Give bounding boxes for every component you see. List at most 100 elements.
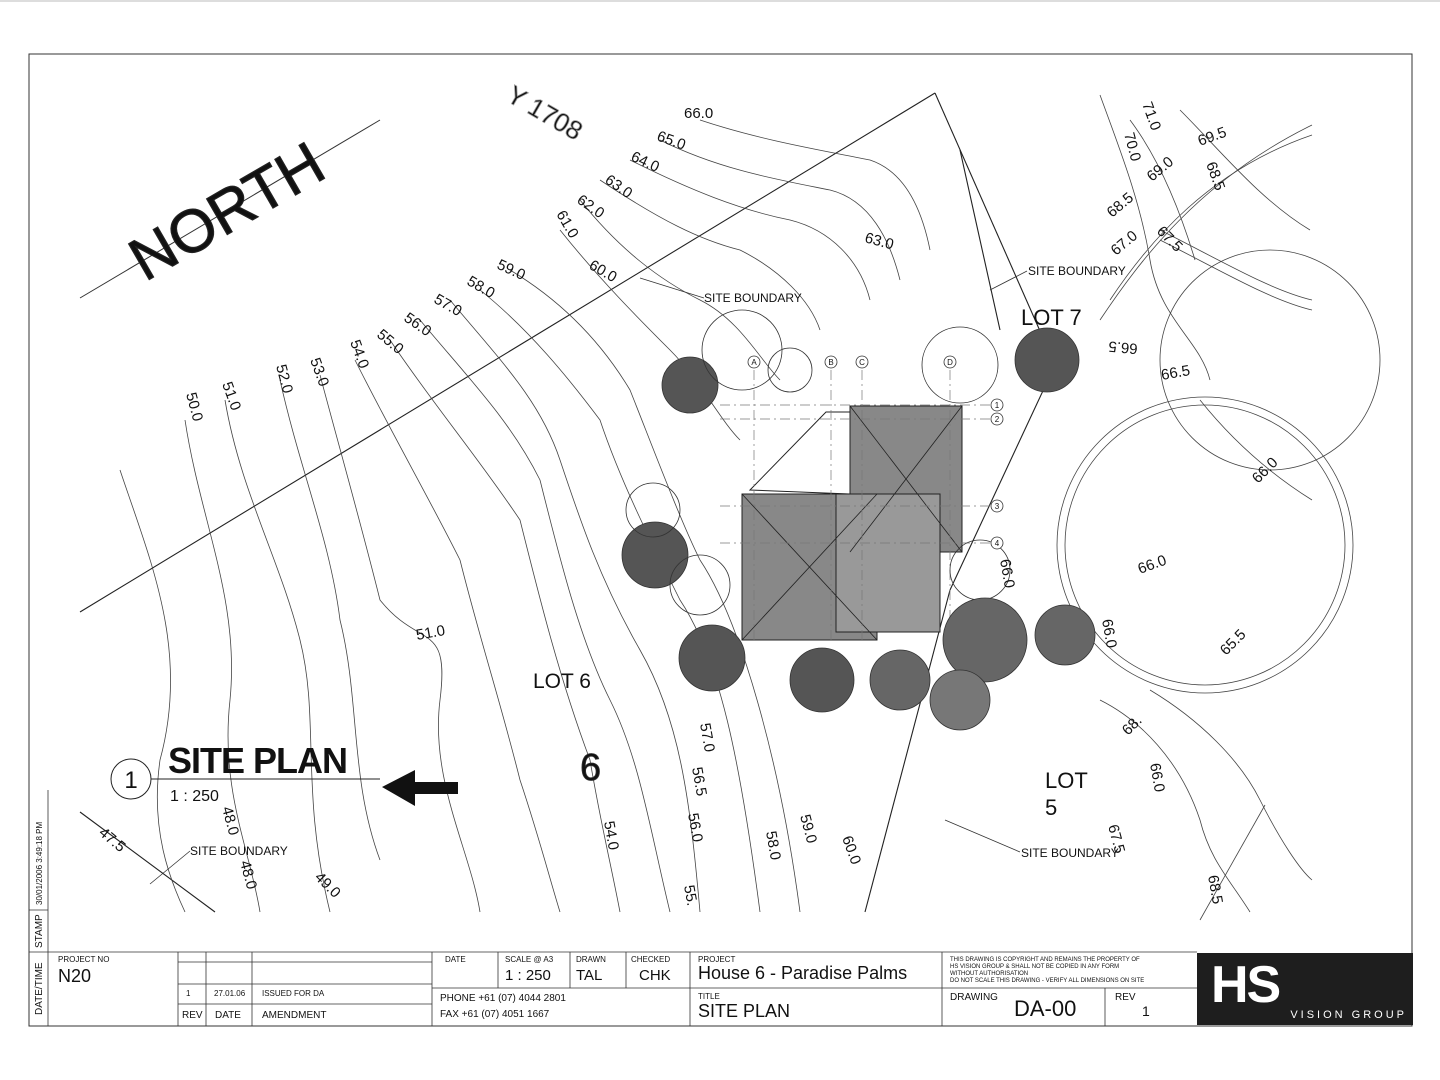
date-col-label: DATE [215,1010,241,1021]
logo-hs-text: HS [1211,956,1281,1014]
contour-label: 66.5 [1108,337,1139,356]
contour-label: 51.0 [218,380,244,413]
contour-label: 53.0 [306,356,332,389]
lot-5-label: LOT [1045,768,1088,793]
fax-line: FAX +61 (07) 4051 1667 [440,1009,550,1020]
north-label: NORTH [118,129,335,293]
datetime-label: DATE/TIME [34,962,45,1015]
sheet-border [28,53,1413,1027]
contour-label: 64.0 [628,148,662,176]
house-roof-plan [741,405,963,641]
view-title: 1 SITE PLAN 1 : 250 [110,740,458,806]
copyright-line: DO NOT SCALE THIS DRAWING - VERIFY ALL D… [950,978,1145,984]
grid-number: 3 [995,502,1000,511]
company-logo: HS VISION GROUP [1197,953,1413,1025]
contour-label: 48.0 [236,859,260,892]
revision-amendment: ISSUED FOR DA [262,989,325,998]
site-boundary-label: SITE BOUNDARY [190,844,288,858]
contour-label: 62.0 [574,191,608,222]
structural-grid [720,370,990,640]
lot-6-label: LOT 6 [533,670,591,693]
revision-date: 27.01.06 [214,989,246,998]
project-no-label: PROJECT NO [58,955,110,964]
contour-label: 56.0 [401,309,435,340]
contour-label: 70.0 [1120,131,1144,164]
checked-label: CHECKED [631,955,671,964]
scale-label: SCALE @ A3 [505,955,554,964]
contour-label: 66.0 [1098,618,1120,650]
site-boundary-label: SITE BOUNDARY [704,291,802,305]
contour-label: 66.0 [1136,552,1169,578]
contour-label: 66.0 [1146,762,1168,794]
contour-label: 55.0 [373,326,406,358]
project-label: PROJECT [698,955,736,964]
contour-label: 59.0 [494,256,528,284]
view-scale: 1 : 250 [170,788,219,805]
contour-label: 66.0 [684,105,713,122]
grid-number: 1 [995,401,1000,410]
contour-label: 58.0 [464,273,498,302]
street-name-ghost: Y 1708 [502,79,588,146]
rev-col-label: REV [182,1010,203,1021]
contour-label: 66.0 [996,558,1018,590]
scale-value: 1 : 250 [505,967,551,984]
contour-label: 65.5 [1217,626,1250,659]
contour-lines [119,94,1313,913]
project-value: House 6 - Paradise Palms [698,963,908,983]
checked-value: CHK [639,967,671,984]
copyright-line: THIS DRAWING IS COPYRIGHT AND REMAINS TH… [950,957,1140,963]
road-cul-de-sac [1056,124,1381,921]
contour-label: 68.5 [1204,874,1226,906]
copyright-line: WITHOUT AUTHORISATION [950,971,1029,977]
title-value: SITE PLAN [698,1001,791,1021]
contour-label: 60.0 [838,834,864,867]
lot-7-label: LOT 7 [1021,305,1082,330]
contour-label: 68.5 [1202,160,1228,193]
grid-letter: C [859,358,865,367]
view-number: 1 [124,767,137,794]
datetime-value: 30/01/2006 3:49:18 PM [35,821,44,905]
contour-label: 63.0 [863,229,896,253]
contour-label: 69.0 [1144,153,1177,185]
amendment-col-label: AMENDMENT [262,1010,327,1021]
grid-letter: D [947,358,953,367]
copyright-line: HS VISION GROUP & SHALL NOT BE COPIED IN… [950,964,1120,970]
contour-label: 47.5 [95,824,128,856]
grid-letter: A [751,358,757,367]
contour-label: 57.0 [431,291,465,320]
title-label: TITLE [698,992,720,1001]
grid-number: 2 [995,415,1000,424]
logo-subtitle: VISION GROUP [1290,1009,1407,1021]
contour-label: 57.0 [696,722,718,754]
drawn-label: DRAWN [576,955,606,964]
contour-label: 50.0 [182,391,206,424]
date-label: DATE [445,955,466,964]
phone-line: PHONE +61 (07) 4044 2801 [440,993,566,1004]
project-no-value: N20 [58,966,92,986]
rev-label: REV [1115,992,1136,1003]
drawn-value: TAL [576,967,603,984]
grid-letter: B [828,358,833,367]
landscaping-trees [621,309,1096,731]
contour-label: 71.0 [1138,100,1164,133]
datetime-stamp-strip: STAMP DATE/TIME 30/01/2006 3:49:18 PM [29,790,49,1026]
contour-label: 67.0 [1108,227,1141,259]
contour-label: 58.0 [762,830,784,862]
contour-label: 66.5 [1160,362,1192,384]
site-boundary-callouts: SITE BOUNDARY SITE BOUNDARY SITE BOUNDAR… [149,264,1126,885]
contour-label: 49.0 [311,869,344,902]
contour-label: 61.0 [553,208,582,242]
contour-label: 48.0 [218,805,242,838]
revision-rev: 1 [186,989,191,998]
lot-6-handwritten-number: 6 [580,747,601,789]
contour-label: 59.0 [796,813,820,846]
contour-label: 52.0 [272,363,296,396]
title-block-grid [48,951,1197,1026]
contour-label: 56.5 [688,766,710,798]
grid-bubbles: A B C D 1 2 3 4 [747,355,1004,550]
north-arrow: NORTH [79,119,381,299]
lot-5-number: 5 [1045,795,1057,820]
contour-label: 68. [1119,712,1146,739]
contour-label: 69.5 [1196,124,1229,150]
